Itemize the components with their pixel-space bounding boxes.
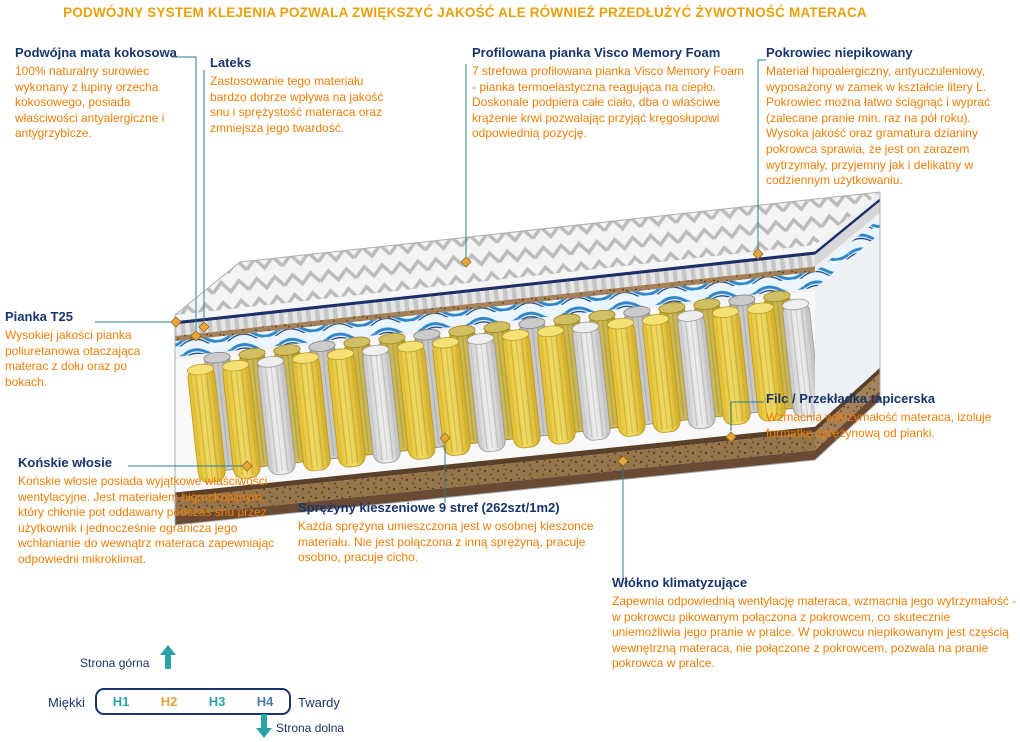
callout-body: Zastosowanie tego materiału bardzo dobrz… <box>210 73 384 135</box>
callout-pokrowiec: Pokrowiec niepikowany Materiał hipoalerg… <box>766 45 1016 189</box>
bottom-layers <box>175 426 815 525</box>
callout-filc: Filc / Przekładka tapicerska Wzmacnia wy… <box>766 391 1008 441</box>
felt-layer <box>175 426 815 498</box>
callout-title: Lateks <box>210 55 252 70</box>
bottom-side-label: Strona dolna <box>276 721 345 735</box>
callout-wlokno-klimatyzujace: Włókno klimatyzujące Zapewnia odpowiedni… <box>612 575 1017 672</box>
coconut-base-layer <box>175 432 815 516</box>
climate-fiber-layer <box>175 271 815 357</box>
hardness-h1: H1 <box>112 694 130 709</box>
coconut-mat-layer <box>175 266 815 342</box>
hardness-scale: H1 H2 H3 H4 <box>95 688 291 715</box>
callout-title: Filc / Przekładka tapicerska <box>766 391 936 406</box>
callout-body: Końskie włosie posiada wyjątkowe właściw… <box>18 473 275 566</box>
navy-line-layer <box>175 251 815 325</box>
callout-title: Pokrowiec niepikowany <box>766 45 913 60</box>
visco-zigzag-top <box>175 192 880 315</box>
callout-body: 100% naturalny surowiec wykonany z łupin… <box>15 63 165 141</box>
callout-title: Podwójna mata kokosowa <box>15 45 177 60</box>
callout-title: Włókno klimatyzujące <box>612 575 748 590</box>
callout-title: Profilowana pianka Visco Memory Foam <box>472 45 721 60</box>
up-arrow-icon <box>160 645 176 669</box>
cover-edge-layer <box>175 245 815 322</box>
mattress-outline <box>174 191 881 526</box>
end-cap <box>815 192 880 460</box>
callout-body: Zapewnia odpowiednią wentylację materaca… <box>612 593 1017 671</box>
hardness-h4: H4 <box>256 694 274 709</box>
callout-title: Sprężyny kieszeniowe 9 stref (262szt/1m2… <box>298 500 560 515</box>
callout-lateks: Lateks Zastosowanie tego materiału bardz… <box>210 55 396 136</box>
callout-pianka-t25: Pianka T25 Wysokiej jakości pianka poliu… <box>5 309 157 390</box>
callout-body: Wzmacnia wytrzymałość materaca, izoluje … <box>766 409 992 440</box>
callout-body: Wysokiej jakości pianka poliuretanowa ot… <box>5 327 141 389</box>
hardness-h2: H2 <box>160 694 178 709</box>
callout-body: 7 strefowa profilowana pianka Visco Memo… <box>472 63 744 141</box>
callout-title: Końskie włosie <box>18 455 112 470</box>
base-foam-layer <box>175 450 815 525</box>
callout-title: Pianka T25 <box>5 309 73 324</box>
callout-konskie-wlosie: Końskie włosie Końskie włosie posiada wy… <box>18 455 290 568</box>
hardness-h3: H3 <box>208 694 226 709</box>
soft-label: Miękki <box>48 695 85 710</box>
callout-body: Każda sprężyna umieszczona jest w osobne… <box>298 518 594 565</box>
callout-body: Materiał hipoalergiczny, antyuczuleniowy… <box>766 63 991 188</box>
callout-mata-kokosowa: Podwójna mata kokosowa 100% naturalny su… <box>15 45 185 142</box>
headline: PODWÓJNY SYSTEM KLEJENIA POZWALA ZWIĘKSZ… <box>63 5 867 20</box>
down-arrow-icon <box>256 714 272 738</box>
top-side-label: Strona górna <box>80 656 150 670</box>
latex-layer <box>175 254 815 336</box>
hard-label: Twardy <box>298 695 340 710</box>
callout-sprezyny: Sprężyny kieszeniowe 9 stref (262szt/1m2… <box>298 500 598 566</box>
callout-visco-memory-foam: Profilowana pianka Visco Memory Foam 7 s… <box>472 45 744 142</box>
